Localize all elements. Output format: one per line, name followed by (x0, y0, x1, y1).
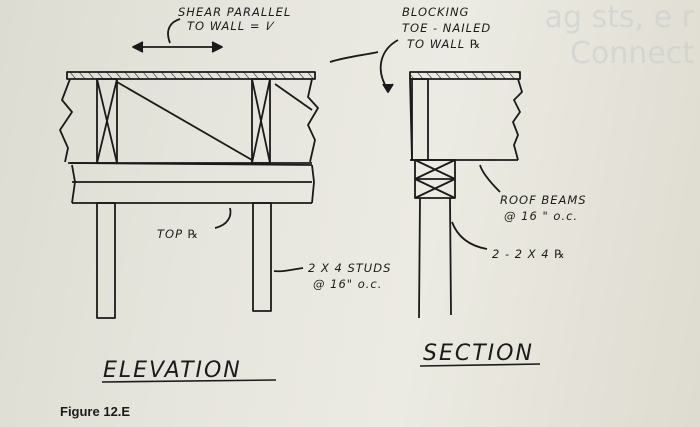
section-stud (418, 197, 452, 319)
blocking-note-3: TO WALL ℞ (407, 37, 481, 51)
plates-leader (451, 221, 488, 250)
top-plate-leader (214, 207, 232, 229)
elevation-view (59, 18, 319, 319)
blocking-note-1: BLOCKING (402, 5, 469, 19)
roof-beams-note-1: ROOF BEAMS (500, 193, 587, 207)
elevation-break-right (307, 78, 319, 163)
shear-note-2: TO WALL = 𝑉 (187, 19, 275, 33)
elevation-title-underline (101, 379, 277, 383)
section-sheathing (409, 71, 521, 80)
elevation-break-left (59, 78, 73, 163)
elevation-block-left-cross (96, 78, 118, 164)
elevation-stud-left (96, 202, 116, 319)
roof-beams-note-2: @ 16 " o.c. (504, 209, 578, 223)
section-view (329, 39, 523, 319)
elevation-block-left (96, 78, 118, 164)
studs-note-2: @ 16" o.c. (313, 277, 382, 291)
blocking-leader-arrow (382, 83, 394, 93)
elevation-right-diagonal (274, 83, 313, 111)
elevation-diagonal (116, 81, 253, 161)
blocking-leader-2 (329, 51, 379, 63)
elevation-block-right (251, 78, 271, 164)
section-blocking (411, 78, 429, 161)
section-title: SECTION (423, 341, 534, 366)
shear-arrow-head-left (132, 41, 144, 53)
elevation-stud-right (252, 202, 272, 312)
elevation-title: ELEVATION (103, 358, 242, 383)
blocking-note-2: TOE - NAILED (402, 21, 491, 35)
labels: SHEAR PARALLEL TO WALL = 𝑉 BLOCKING TOE … (101, 5, 587, 383)
shear-arrow-head-right (211, 41, 223, 53)
studs-leader (273, 267, 304, 273)
section-title-underline (419, 363, 541, 367)
elevation-block-right-cross (251, 78, 271, 164)
section-plates-cross (414, 159, 456, 199)
elevation-plate-end-right (311, 164, 315, 204)
figure-caption: Figure 12.E (60, 404, 131, 419)
shear-leader (167, 18, 181, 44)
top-plate-note: TOP ℞ (157, 227, 199, 241)
bleed-through-text: ag sts, e r Connect (544, 0, 694, 71)
section-break-right (512, 78, 523, 161)
blocking-leader (379, 39, 399, 91)
roof-beams-leader (479, 164, 501, 193)
studs-note-1: 2 X 4 STUDS (308, 261, 391, 275)
elevation-sheathing (66, 71, 316, 80)
shear-note-1: SHEAR PARALLEL (178, 5, 291, 19)
section-plates-note: 2 - 2 X 4 ℞ (492, 247, 566, 261)
elevation-plate-end-left (71, 164, 76, 204)
